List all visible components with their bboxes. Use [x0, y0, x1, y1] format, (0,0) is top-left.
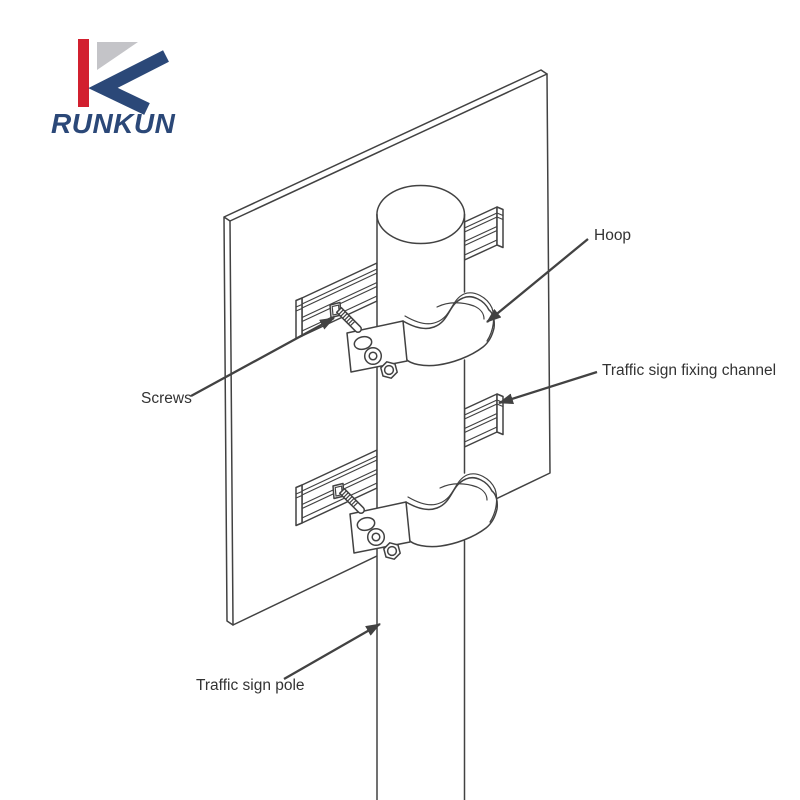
label-fixing-channel: Traffic sign fixing channel: [602, 362, 777, 379]
logo-k-icon: [78, 39, 169, 115]
leader-lines: [190, 238, 598, 680]
screw: [329, 301, 362, 333]
leader-screws: [190, 316, 335, 398]
label-hoop: Hoop: [594, 227, 632, 244]
label-pole: Traffic sign pole: [196, 677, 305, 694]
leader-pole: [283, 623, 381, 680]
leader-fixing-channel: [498, 370, 598, 405]
label-screws: Screws: [141, 390, 192, 407]
brand-name: RUNKUN: [51, 108, 176, 139]
hoop-assembly-upper: [329, 292, 495, 379]
leader-hoop: [486, 238, 589, 323]
